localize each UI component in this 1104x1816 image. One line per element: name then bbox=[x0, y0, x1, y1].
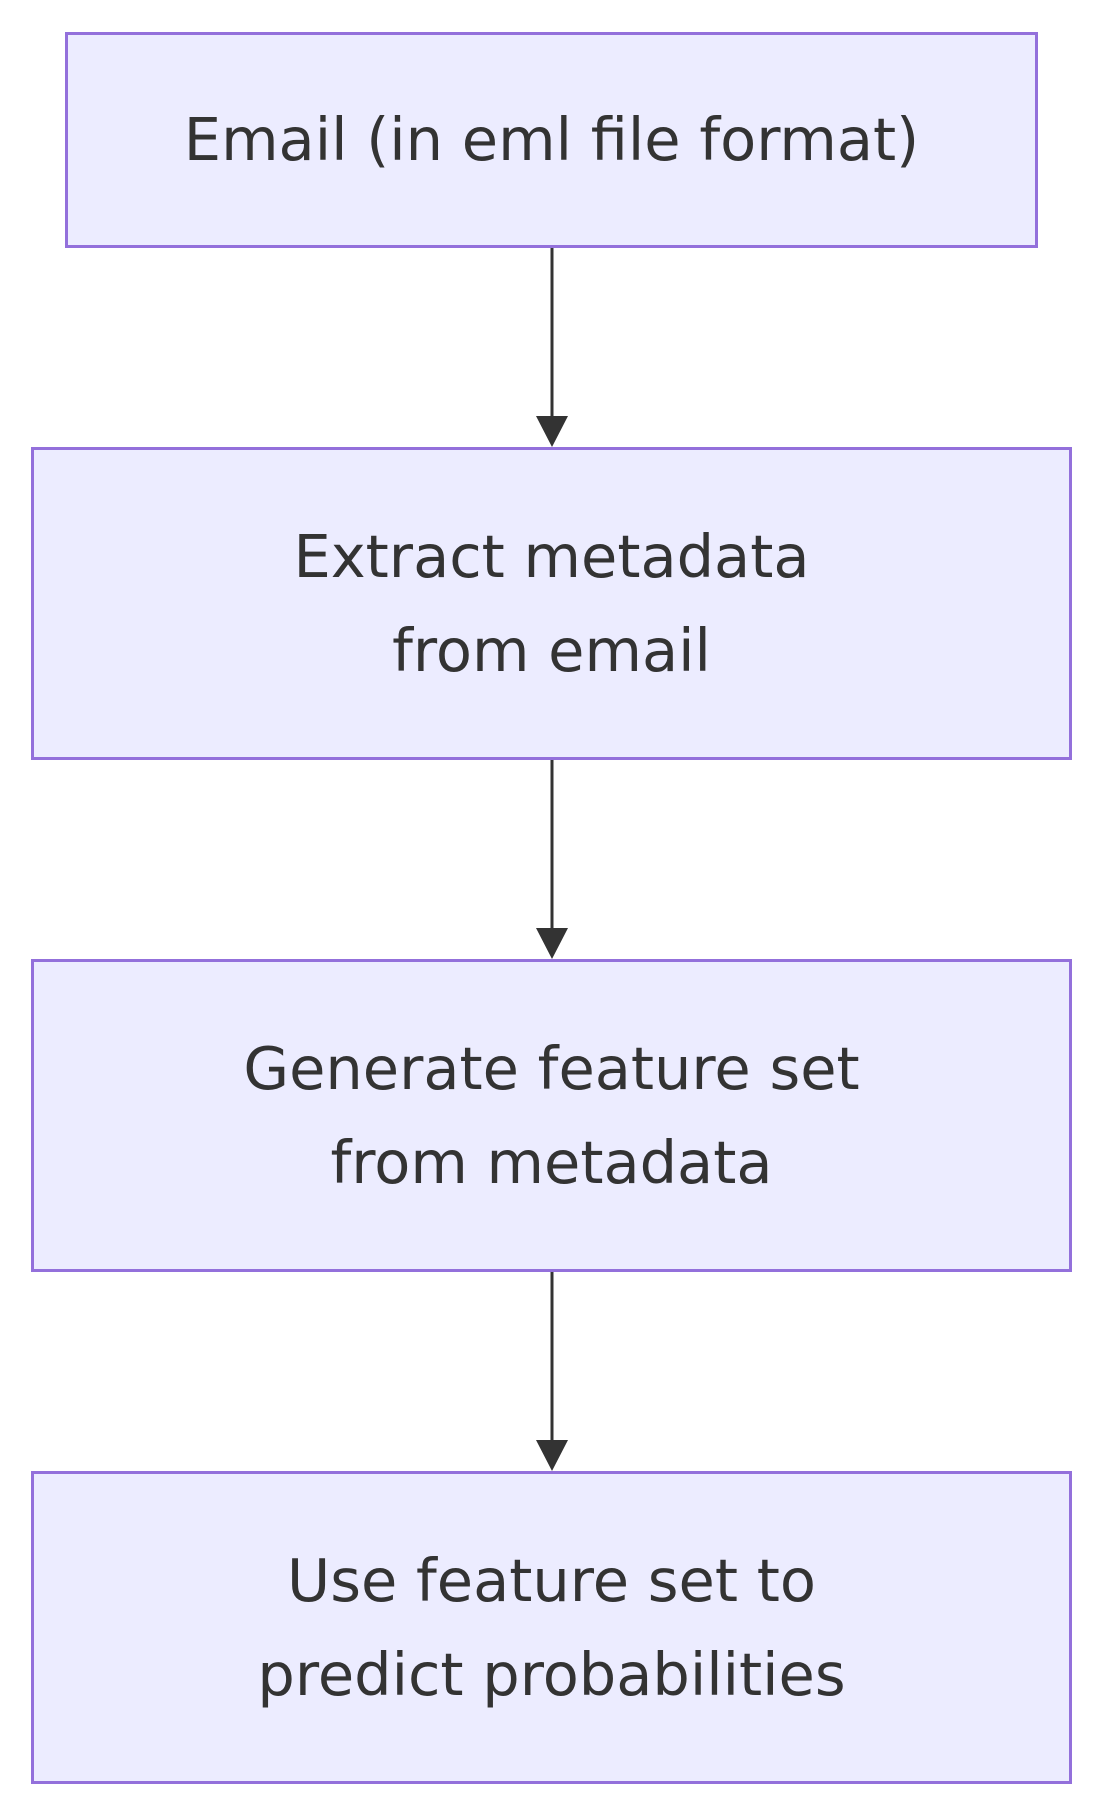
node-predict-probabilities: Use feature set to predict probabilities bbox=[31, 1471, 1072, 1784]
edge-extract-to-generate bbox=[536, 760, 568, 959]
edge-generate-to-predict bbox=[536, 1272, 568, 1471]
node-label: Use feature set to predict probabilities bbox=[257, 1545, 846, 1709]
node-label: Generate feature set from metadata bbox=[243, 1033, 860, 1197]
node-email: Email (in eml file format) bbox=[65, 32, 1038, 248]
node-label: Extract metadata from email bbox=[293, 521, 810, 685]
node-label: Email (in eml file format) bbox=[183, 105, 920, 174]
arrowhead-icon bbox=[536, 928, 568, 959]
arrowhead-icon bbox=[536, 1440, 568, 1471]
node-generate-feature-set: Generate feature set from metadata bbox=[31, 959, 1072, 1272]
arrowhead-icon bbox=[536, 416, 568, 447]
edge-email-to-extract bbox=[536, 248, 568, 447]
node-extract-metadata: Extract metadata from email bbox=[31, 447, 1072, 760]
